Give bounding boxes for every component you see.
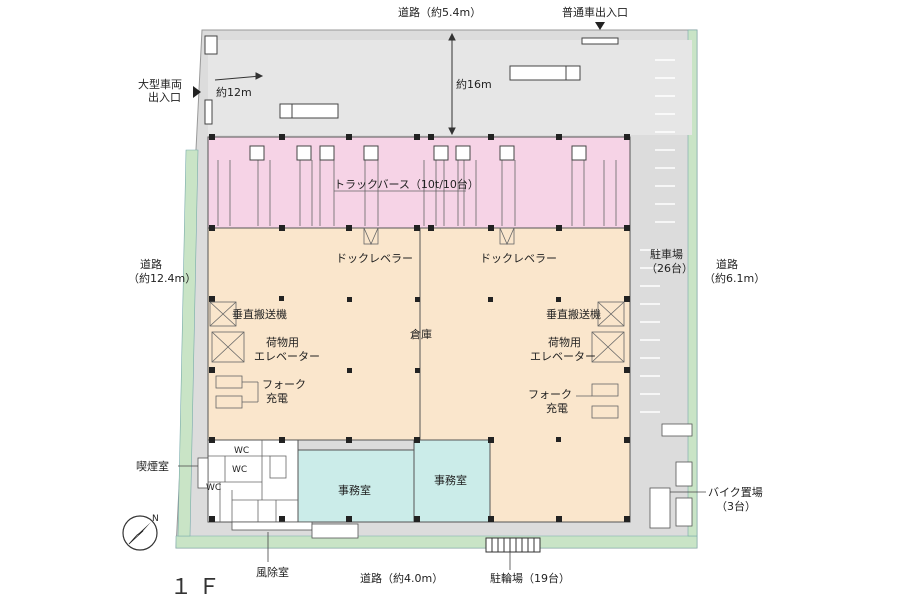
warehouse-label: 倉庫 xyxy=(410,327,432,341)
wc-label-1: WC xyxy=(234,446,249,456)
bike-parking-label-1: バイク置場 xyxy=(708,486,763,499)
green-strip-right xyxy=(687,29,698,537)
structural-columns xyxy=(209,134,630,522)
road-left-label-1: 道路 xyxy=(140,257,162,271)
bike-parking-area xyxy=(649,423,693,529)
vertical-conveyor-right-label: 垂直搬送機 xyxy=(546,307,601,321)
utility-walls xyxy=(208,440,298,522)
compass-north-icon xyxy=(122,515,158,551)
fork-charge-right-label-1: フォーク xyxy=(528,388,572,401)
driveway-trucks xyxy=(204,35,619,125)
smoking-room-box xyxy=(197,457,209,489)
wc-label-3: WC xyxy=(206,483,221,493)
truck-berth-label: トラックバース（10t/10台） xyxy=(334,177,479,191)
parking-label-2: （26台） xyxy=(646,261,693,275)
freight-elevator-left-label-2: エレベーター xyxy=(254,350,320,363)
fork-charge-right-label-2: 充電 xyxy=(546,401,568,415)
driveway xyxy=(208,40,692,135)
large-entrance-label-2: 出入口 xyxy=(148,90,181,104)
floor-label: １Ｆ xyxy=(170,575,226,600)
road-right-label-2: （約6.1m） xyxy=(704,271,765,285)
office-2-label: 事務室 xyxy=(434,473,467,487)
road-left-label-2: （約12.4m） xyxy=(128,271,196,285)
green-strip-bottom xyxy=(175,535,698,549)
office-1-label: 事務室 xyxy=(338,483,371,497)
car-entrance-arrow-icon xyxy=(595,22,605,30)
parking-stalls xyxy=(640,59,675,413)
freight-elevator-left-label-1: 荷物用 xyxy=(266,335,299,349)
dim-12m-label: 約12m xyxy=(216,85,252,99)
smoking-room-label: 喫煙室 xyxy=(136,459,169,473)
dock-leveler-markers xyxy=(363,227,515,245)
green-strip-left xyxy=(177,149,199,537)
fork-charge-left-label-1: フォーク xyxy=(262,378,306,391)
dim-16m-label: 約16m xyxy=(456,77,492,91)
road-top-label: 道路（約5.4m） xyxy=(398,5,481,19)
berth-truck-icons xyxy=(249,145,587,161)
road-bottom-label: 道路（約4.0m） xyxy=(360,571,443,585)
elevator-boxes xyxy=(209,301,625,363)
large-entrance-arrow-icon xyxy=(193,86,201,98)
windbreak-room-label: 風除室 xyxy=(256,565,289,579)
berth-stall-lines xyxy=(217,160,617,226)
fork-charge-boxes xyxy=(215,375,619,419)
bike-parking-label-2: （3台） xyxy=(716,499,756,513)
bicycle-parking-grid xyxy=(485,537,541,553)
car-entrance-label: 普通車出入口 xyxy=(562,5,628,19)
utility-block xyxy=(207,439,299,523)
bicycle-parking-label: 駐輪場（19台） xyxy=(490,571,570,585)
entrance-steps xyxy=(231,521,359,539)
wc-label-2: WC xyxy=(232,465,247,475)
dimension-lines xyxy=(214,32,456,136)
dock-leveler-right-label: ドックレベラー xyxy=(480,252,557,265)
road-right-label-1: 道路 xyxy=(716,257,738,271)
compass-n-label: N xyxy=(152,514,159,524)
fork-charge-left-label-2: 充電 xyxy=(266,391,288,405)
office-2-room xyxy=(413,439,491,523)
freight-elevator-right-label-2: エレベーター xyxy=(530,350,596,363)
vertical-conveyor-left-label: 垂直搬送機 xyxy=(232,307,287,321)
large-entrance-label-1: 大型車両 xyxy=(138,77,182,91)
leader-lines xyxy=(178,465,706,570)
freight-elevator-right-label-1: 荷物用 xyxy=(548,335,581,349)
dock-leveler-left-label: ドックレベラー xyxy=(336,252,413,265)
parking-label-1: 駐車場 xyxy=(650,247,683,261)
